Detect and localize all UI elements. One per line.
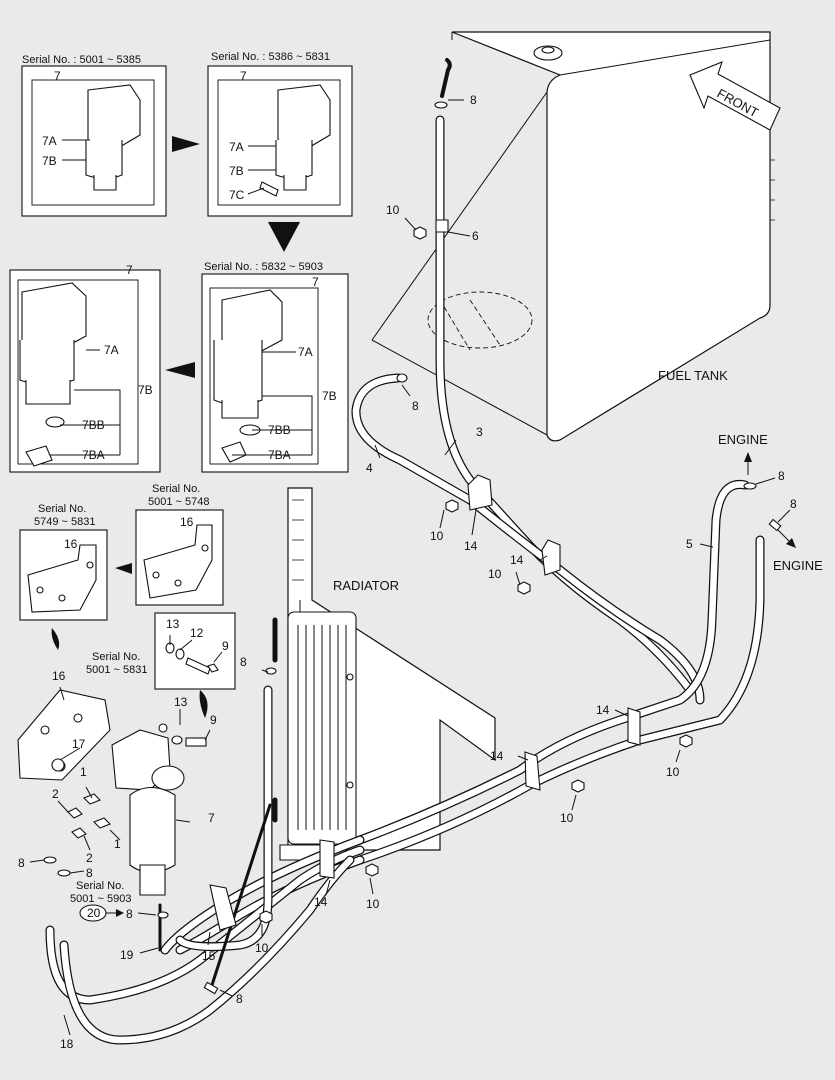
callout-17: 17: [72, 737, 86, 751]
radiator-core: [287, 611, 357, 845]
callout-6: 6: [472, 229, 479, 243]
callout-14-e: 14: [314, 895, 328, 909]
callout-14-b: 14: [510, 553, 524, 567]
callout-10-d: 10: [560, 811, 574, 825]
callout-14-a: 14: [464, 539, 478, 553]
callout-box3-7B: 7B: [322, 389, 337, 403]
callout-box2-7C: 7C: [229, 188, 245, 202]
callout-2-lower: 2: [86, 851, 93, 865]
callout-9-box: 9: [222, 639, 229, 653]
callout-box2-7: 7: [240, 69, 247, 83]
radiator: [272, 487, 496, 861]
bracket-b-serial-line2: 5001 ~ 5748: [148, 496, 209, 508]
callout-12-box: 12: [190, 626, 204, 640]
fittings: [43, 101, 782, 995]
box2-serial: Serial No. : 5386 ~ 5831: [211, 51, 330, 63]
callout-10-b: 10: [488, 567, 502, 581]
callout-5: 5: [686, 537, 693, 551]
callout-10-tank: 10: [386, 203, 400, 217]
callout-box4-7B: 7B: [138, 383, 153, 397]
part20-serial-line2: 5001 ~ 5903: [70, 893, 131, 905]
inset-box-serial-5001-5385: [21, 65, 167, 217]
bracket-b-serial-line1: Serial No.: [152, 483, 200, 495]
callout-8-20: 8: [126, 907, 133, 921]
box1-serial: Serial No. : 5001 ~ 5385: [22, 54, 141, 66]
inset-box-bolt-set: [154, 612, 236, 690]
part20-serial-line1: Serial No.: [76, 880, 124, 892]
callout-16-main: 16: [52, 669, 66, 683]
callout-box1-7B: 7B: [42, 154, 57, 168]
callout-1-upper: 1: [80, 765, 87, 779]
callout-19: 19: [120, 948, 134, 962]
callout-8-tank: 8: [412, 399, 419, 413]
callout-18: 18: [60, 1037, 74, 1051]
callout-2-upper: 2: [52, 787, 59, 801]
hose-clamps: [209, 219, 641, 931]
inset-box-serial-5832-5903: [201, 273, 349, 473]
callout-20: 20: [87, 906, 101, 920]
callout-10-c: 10: [666, 765, 680, 779]
engine-arrows: [744, 452, 796, 548]
callout-9-main: 9: [210, 713, 217, 727]
callout-10-a: 10: [430, 529, 444, 543]
callout-box4-7A: 7A: [104, 343, 119, 357]
callout-10-f: 10: [255, 941, 269, 955]
bracket-a-serial-line1: Serial No.: [38, 503, 86, 515]
bolt-serial-line2: 5001 ~ 5831: [86, 664, 147, 676]
callout-box2-7A: 7A: [229, 140, 244, 154]
fuel-tank: [371, 31, 775, 442]
callout-15: 15: [202, 949, 216, 963]
callout-16-a: 16: [64, 537, 78, 551]
inset-box-large-filter: [9, 269, 161, 473]
callout-10-e: 10: [366, 897, 380, 911]
callout-box2-7B: 7B: [229, 164, 244, 178]
callout-8-left: 8: [18, 856, 25, 870]
callout-3: 3: [476, 425, 483, 439]
inset-box-serial-5386-5831: [207, 65, 353, 217]
callout-7-main: 7: [208, 811, 215, 825]
callout-16-b: 16: [180, 515, 194, 529]
fuel-filter-main: [17, 689, 207, 896]
callout-labels: 7 7A 7B 7 7A 7B 7C 7 7A 7B 7BB 7BA 7 7A …: [18, 69, 797, 1051]
callout-13-main: 13: [174, 695, 188, 709]
callout-8-radiator: 8: [240, 655, 247, 669]
bolt-serial-line1: Serial No.: [92, 651, 140, 663]
callout-8-bottom: 8: [236, 992, 243, 1006]
callout-8-engine-a: 8: [778, 469, 785, 483]
engine-right-label: ENGINE: [773, 558, 823, 573]
bracket-a-serial-line2: 5749 ~ 5831: [34, 516, 95, 528]
callout-box4-7BA: 7BA: [82, 448, 105, 462]
box3-serial: Serial No. : 5832 ~ 5903: [204, 261, 323, 273]
callout-8-tank-top: 8: [470, 93, 477, 107]
leader-lines: [29, 99, 791, 1036]
callout-box1-7A: 7A: [42, 134, 57, 148]
callout-box3-7BA: 7BA: [268, 448, 291, 462]
fuel-tank-label: FUEL TANK: [658, 368, 728, 383]
callout-4: 4: [366, 461, 373, 475]
callout-13-box: 13: [166, 617, 180, 631]
callout-box4-7BB: 7BB: [82, 418, 105, 432]
engine-top-label: ENGINE: [718, 432, 768, 447]
callout-14-c: 14: [596, 703, 610, 717]
inset-box-bracket-5749-5831: [19, 529, 108, 621]
callout-box3-7A: 7A: [298, 345, 313, 359]
callout-8-engine-b: 8: [790, 497, 797, 511]
radiator-label: RADIATOR: [333, 578, 399, 593]
callout-box1-7: 7: [54, 69, 61, 83]
callout-14-d: 14: [490, 749, 504, 763]
callout-box3-7BB: 7BB: [268, 423, 291, 437]
inset-box-bracket-5001-5748: [135, 509, 224, 606]
callout-1-lower: 1: [114, 837, 121, 851]
callout-box3-7: 7: [312, 275, 319, 289]
callout-box4-7: 7: [126, 263, 133, 277]
sequence-arrows: [51, 136, 300, 718]
callout-8-lower: 8: [86, 866, 93, 880]
